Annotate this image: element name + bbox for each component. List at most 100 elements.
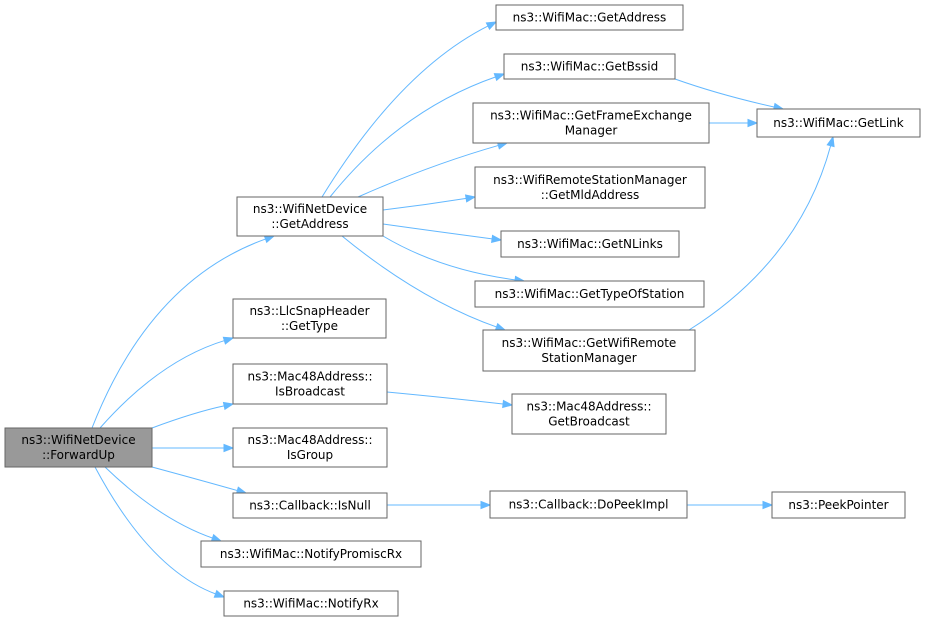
node-label-line: ns3::WifiMac::GetBssid (521, 60, 659, 74)
node-label-line: ns3::WifiRemoteStationManager (493, 173, 687, 187)
edge-arrowhead (210, 533, 223, 542)
edge-forwardup-to-notifyrx (94, 466, 226, 598)
node-mac48-isbroadcast[interactable]: ns3::Mac48Address::IsBroadcast (232, 363, 388, 405)
node-box (500, 230, 680, 258)
node-peekpointer[interactable]: ns3::PeekPointer (771, 491, 906, 519)
edge-netdev_getaddress-to-getmldaddress (382, 194, 477, 211)
node-box (511, 393, 667, 435)
edge-forwardup-to-notifypromiscrx (104, 466, 223, 542)
node-label-line: ns3::WifiMac::NotifyPromiscRx (220, 547, 402, 561)
edge-netdev_getaddress-to-getnlinks (382, 223, 503, 243)
edge-line (382, 197, 468, 211)
edge-line (91, 238, 267, 429)
edge-line (321, 25, 490, 198)
node-netdev-getaddress[interactable]: ns3::WifiNetDevice::GetAddress (236, 196, 384, 237)
node-label-line: ns3::Mac48Address:: (247, 370, 372, 384)
node-box (232, 298, 387, 339)
node-label-line: ns3::WifiNetDevice (253, 202, 367, 216)
node-notifypromiscrx[interactable]: ns3::WifiMac::NotifyPromiscRx (200, 540, 422, 568)
edge-arrowhead (222, 401, 235, 411)
node-label-line: ns3::WifiMac::GetWifiRemote (502, 336, 677, 350)
node-box (472, 102, 710, 144)
node-box (482, 329, 696, 372)
edge-line (151, 405, 226, 429)
node-getnlinks[interactable]: ns3::WifiMac::GetNLinks (500, 230, 680, 258)
edge-arrowhead (480, 500, 492, 510)
node-getbssid[interactable]: ns3::WifiMac::GetBssid (503, 53, 676, 80)
node-label-line: ns3::Mac48Address:: (526, 400, 651, 414)
node-box (232, 427, 388, 468)
node-box (474, 166, 706, 209)
node-dopeekimpl[interactable]: ns3::Callback::DoPeekImpl (489, 490, 688, 519)
edges-layer (91, 21, 835, 598)
edge-line (386, 391, 505, 405)
node-mac48-isgroup[interactable]: ns3::Mac48Address::IsGroup (232, 427, 388, 468)
edge-callback_isnull-to-dopeekimpl (387, 500, 492, 510)
node-box (200, 540, 422, 568)
nodes-layer: ns3::WifiNetDevice::ForwardUpns3::WifiNe… (4, 4, 921, 617)
node-label-line: ns3::WifiMac::GetLink (773, 116, 903, 130)
node-label-line: Manager (565, 124, 618, 138)
node-box (4, 427, 153, 468)
node-label-line: ns3::WifiMac::NotifyRx (243, 597, 378, 611)
edge-getwrsm-to-getlink (688, 135, 835, 331)
node-box (489, 490, 688, 519)
edge-netdev_getaddress-to-getbssid (329, 73, 506, 198)
edge-line (151, 466, 239, 492)
edge-arrowhead (762, 500, 774, 510)
node-label-line: ns3::Callback::IsNull (249, 499, 371, 513)
edge-mac48_isbroadcast-to-getbroadcast (386, 391, 514, 409)
edge-line (357, 144, 500, 198)
node-label-line: ::ForwardUp (42, 448, 115, 462)
edge-forwardup-to-llc_gettype (99, 336, 235, 429)
edge-arrowhead (494, 322, 507, 331)
edge-line (104, 466, 214, 539)
edge-forwardup-to-callback_isnull (151, 466, 248, 495)
node-getbroadcast[interactable]: ns3::Mac48Address::GetBroadcast (511, 393, 667, 435)
node-label-line: ns3::WifiMac::GetFrameExchange (490, 109, 692, 123)
node-label-line: ::GetMldAddress (541, 188, 640, 202)
node-box (232, 363, 388, 405)
edge-line (382, 235, 517, 281)
edge-line (329, 76, 497, 198)
edge-arrowhead (263, 235, 276, 244)
edge-line (688, 144, 832, 331)
node-getwrsm[interactable]: ns3::WifiMac::GetWifiRemoteStationManage… (482, 329, 696, 372)
edge-arrowhead (223, 443, 235, 453)
node-box (771, 491, 906, 519)
edge-arrowhead (222, 336, 235, 345)
node-notifyrx[interactable]: ns3::WifiMac::NotifyRx (223, 590, 399, 617)
edge-arrowhead (213, 589, 226, 598)
node-label-line: StationManager (541, 351, 636, 365)
node-label-line: ::GetType (281, 319, 338, 333)
node-box (756, 108, 921, 138)
node-llc-gettype[interactable]: ns3::LlcSnapHeader::GetType (232, 298, 387, 339)
edge-arrowhead (826, 135, 835, 148)
edge-arrowhead (464, 194, 477, 203)
edge-getfem-to-getlink (708, 118, 759, 128)
node-getlink[interactable]: ns3::WifiMac::GetLink (756, 108, 921, 138)
edge-dopeekimpl-to-peekpointer (687, 500, 774, 510)
edge-forwardup-to-mac48_isbroadcast (151, 401, 235, 429)
edge-forwardup-to-mac48_isgroup (152, 443, 235, 453)
node-label-line: ns3::WifiNetDevice (21, 433, 135, 447)
node-box (236, 196, 384, 237)
edge-line (341, 235, 498, 328)
node-label-line: IsGroup (287, 448, 333, 462)
edge-netdev_getaddress-to-getwrsm (341, 235, 507, 331)
node-box (474, 280, 705, 308)
node-wifimac-getaddress[interactable]: ns3::WifiMac::GetAddress (495, 4, 684, 31)
node-box (495, 4, 684, 31)
node-label-line: ns3::LlcSnapHeader (249, 304, 369, 318)
node-box (503, 53, 676, 80)
node-box (232, 492, 388, 519)
edge-netdev_getaddress-to-wifimac_getaddress (321, 21, 498, 198)
edge-line (99, 339, 226, 429)
node-gettypeofstation[interactable]: ns3::WifiMac::GetTypeOfStation (474, 280, 705, 308)
node-getmldaddress[interactable]: ns3::WifiRemoteStationManager::GetMldAdd… (474, 166, 706, 209)
node-label-line: ns3::WifiMac::GetTypeOfStation (495, 287, 685, 301)
edge-line (674, 78, 776, 108)
node-label-line: ns3::WifiMac::GetNLinks (517, 237, 663, 251)
node-callback-isnull[interactable]: ns3::Callback::IsNull (232, 492, 388, 519)
